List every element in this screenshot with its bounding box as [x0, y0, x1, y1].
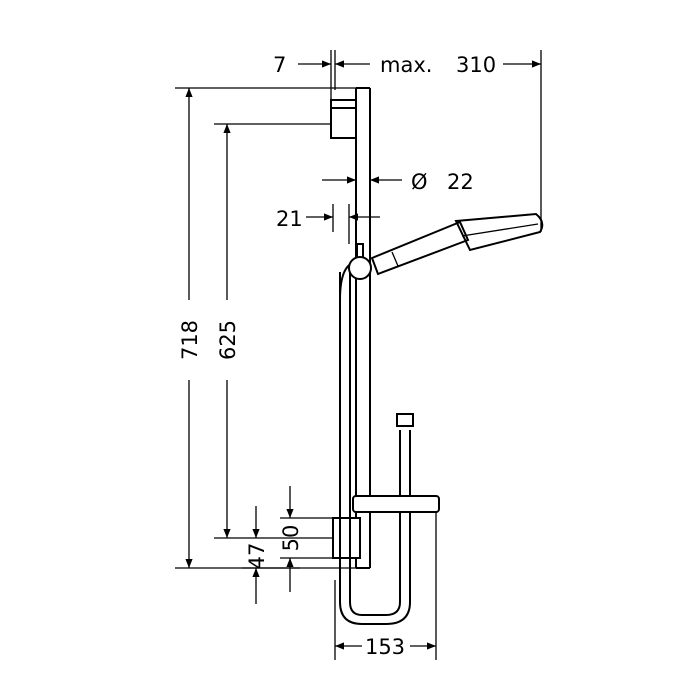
dim-label: 47 [245, 543, 269, 570]
dim-label: 22 [447, 170, 474, 194]
top-bracket-body [330, 99, 357, 139]
shower-hose [339, 261, 411, 625]
hose-inner [339, 272, 411, 625]
dim-label: 718 [178, 320, 202, 360]
slider-knob [356, 243, 364, 259]
dim-label: 50 [279, 525, 303, 552]
dim-label: Ø [411, 170, 428, 194]
soap-shelf [352, 495, 440, 513]
dim-top-offset: 7 max. [273, 50, 432, 100]
dim-diameter: Ø 22 [322, 170, 474, 194]
hose-outer [349, 272, 401, 616]
shower-head-face-line [461, 223, 539, 237]
dim-shelf-width: 153 [334, 512, 437, 660]
dim-label: max. [380, 53, 432, 77]
hand-shower-slider [348, 212, 544, 280]
dim-label: 625 [216, 320, 240, 360]
slider-ball [348, 256, 372, 280]
dim-label: 310 [456, 53, 496, 77]
dim-label: 21 [276, 207, 303, 231]
hose-connector [396, 413, 414, 427]
bottom-wall-bracket [332, 517, 361, 559]
dim-label: 153 [365, 635, 405, 659]
shelf-body [352, 495, 440, 513]
hose-connector-body [396, 413, 414, 427]
dim-rail-height: 625 [214, 123, 333, 539]
bottom-bracket-body [332, 517, 361, 559]
dim-wall-offset: 21 [276, 204, 380, 244]
top-wall-bracket [330, 99, 357, 139]
dim-label: 7 [273, 53, 286, 77]
dim-reach: 310 [456, 50, 542, 232]
hand-shower-handle [370, 220, 470, 276]
dim-total-height: 718 [175, 87, 356, 569]
hand-shower-head [454, 212, 544, 252]
dim-bottom-offset: 47 [242, 506, 300, 604]
dim-holder-offset: 50 [279, 486, 333, 592]
wall-rail [355, 87, 371, 569]
handle-joint-line [391, 251, 399, 267]
